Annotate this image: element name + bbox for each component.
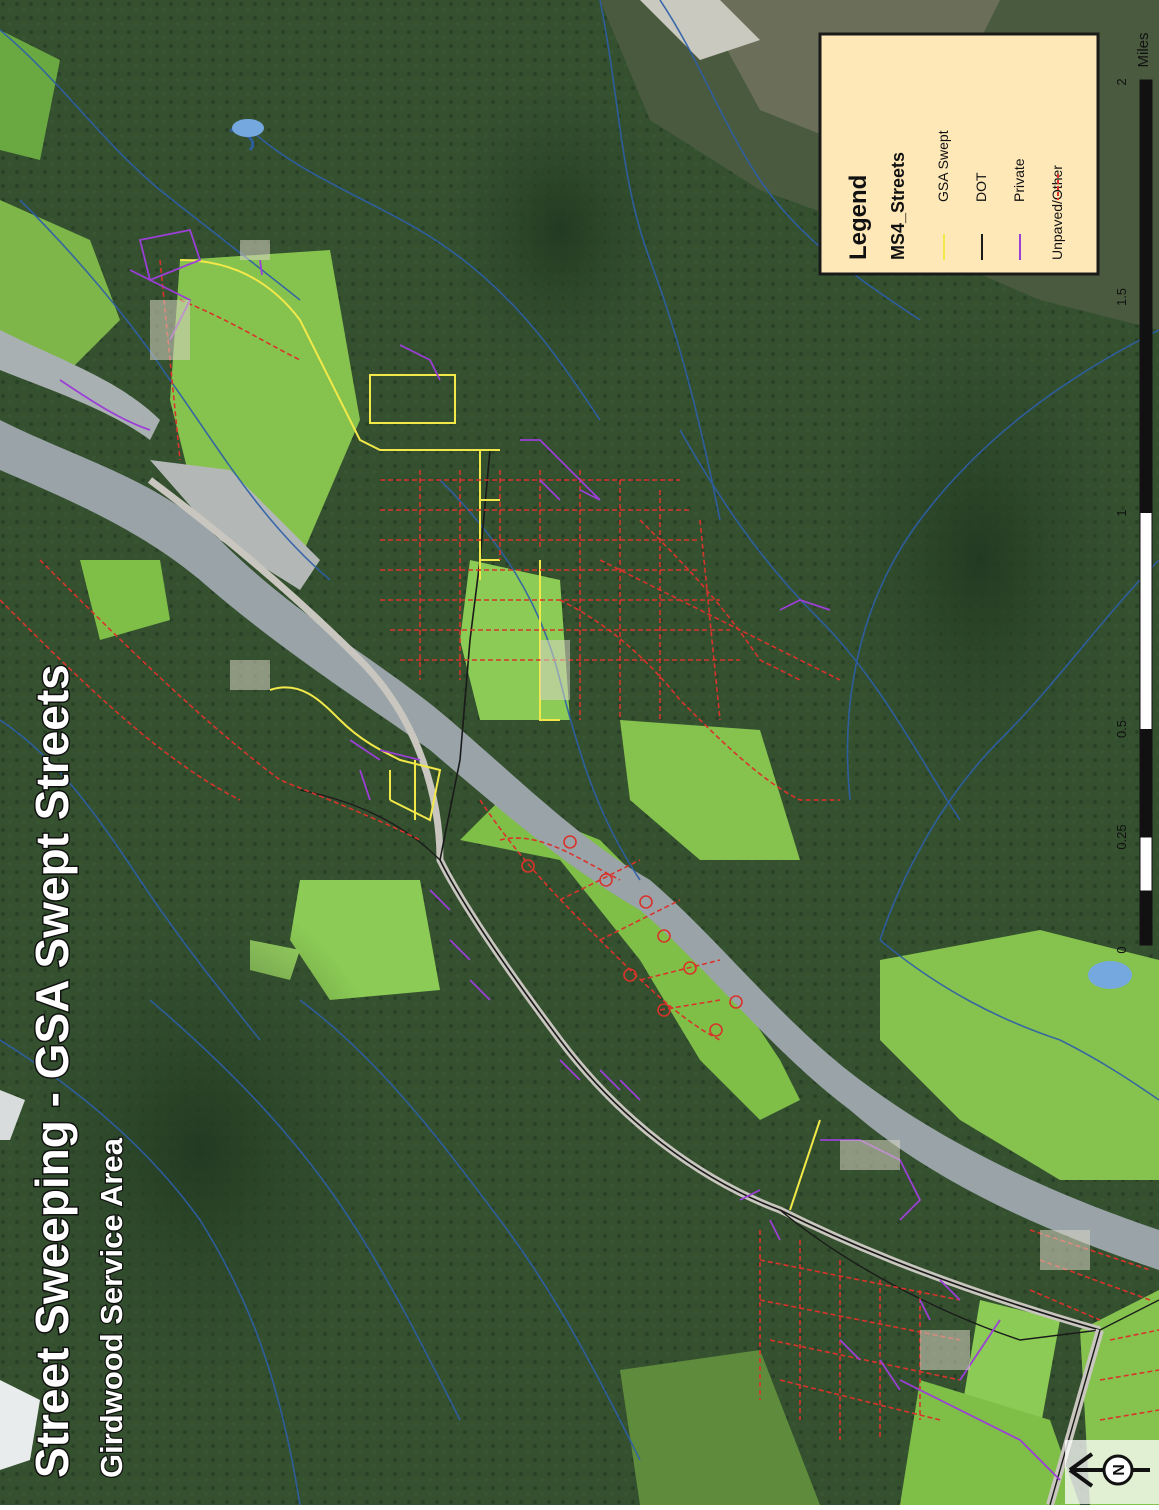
map-title-block: Street Sweeping - GSA Swept Streets Gird…	[25, 663, 131, 1480]
scale-tick-2: 2	[1114, 78, 1129, 85]
cul-de-sacs	[521, 835, 743, 1037]
legend-item-unpaved: Unpaved/Other	[1049, 165, 1065, 260]
north-arrow: N	[1065, 1440, 1159, 1504]
legend-heading: Legend	[845, 175, 872, 260]
gsa-swept-streets	[179, 259, 821, 1211]
scale-unit-label: Miles	[1135, 32, 1152, 67]
pond	[1088, 961, 1132, 989]
highway	[147, 449, 1159, 1507]
legend: Legend MS4_Streets GSA Swept DOT Private…	[818, 32, 1100, 276]
north-label: N	[1111, 1464, 1128, 1476]
scale-tick-05: 0.5	[1114, 720, 1129, 738]
legend-item-private: Private	[1011, 158, 1027, 202]
scale-tick-0: 0	[1114, 946, 1129, 953]
legend-item-dot: DOT	[973, 172, 989, 202]
map-title: Street Sweeping - GSA Swept Streets	[26, 664, 78, 1478]
scale-tick-1: 1	[1114, 509, 1129, 516]
scale-tick-15: 1.5	[1114, 288, 1129, 306]
river-layer	[0, 330, 1159, 1270]
scale-bar: 0 0.25 0.5 1 1.5 2 Miles	[1114, 32, 1153, 954]
scale-tick-025: 0.25	[1114, 824, 1129, 849]
lake	[232, 119, 264, 137]
legend-item-gsa-swept: GSA Swept	[935, 130, 951, 202]
map-subtitle: Girdwood Service Area	[94, 1137, 129, 1478]
legend-layer-name: MS4_Streets	[888, 152, 908, 260]
building-clusters	[150, 240, 1090, 1370]
